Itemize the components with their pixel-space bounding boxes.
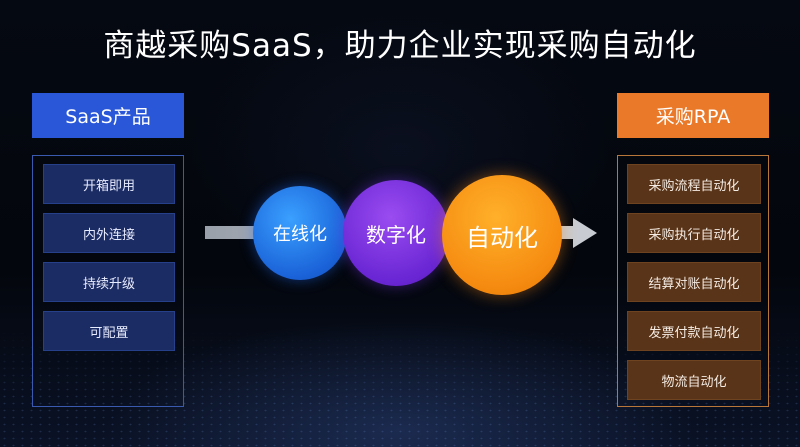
rpa-item-execution: 采购执行自动化 [627, 213, 761, 253]
circle-automation-label: 自动化 [466, 223, 538, 252]
procurement-rpa-panel: 采购流程自动化 采购执行自动化 结算对账自动化 发票付款自动化 物流自动化 [617, 155, 769, 407]
procurement-rpa-header: 采购RPA [617, 93, 769, 138]
page-title: 商越采购SaaS，助力企业实现采购自动化 [103, 28, 697, 64]
saas-product-header: SaaS产品 [32, 93, 184, 138]
circle-online-label: 在线化 [273, 224, 327, 245]
circle-automation: 自动化 [442, 175, 562, 295]
flow-arrow-head-icon [573, 218, 597, 248]
circle-online: 在线化 [253, 186, 347, 280]
saas-item-out-of-box: 开箱即用 [43, 164, 175, 204]
rpa-item-logistics: 物流自动化 [627, 360, 761, 400]
saas-item-configurable: 可配置 [43, 311, 175, 351]
circle-digital-label: 数字化 [366, 222, 426, 247]
rpa-item-reconciliation: 结算对账自动化 [627, 262, 761, 302]
circle-digital: 数字化 [343, 180, 449, 286]
saas-product-panel: 开箱即用 内外连接 持续升级 可配置 [32, 155, 184, 407]
saas-item-upgrade: 持续升级 [43, 262, 175, 302]
rpa-item-invoice-payment: 发票付款自动化 [627, 311, 761, 351]
rpa-item-process: 采购流程自动化 [627, 164, 761, 204]
saas-item-connection: 内外连接 [43, 213, 175, 253]
